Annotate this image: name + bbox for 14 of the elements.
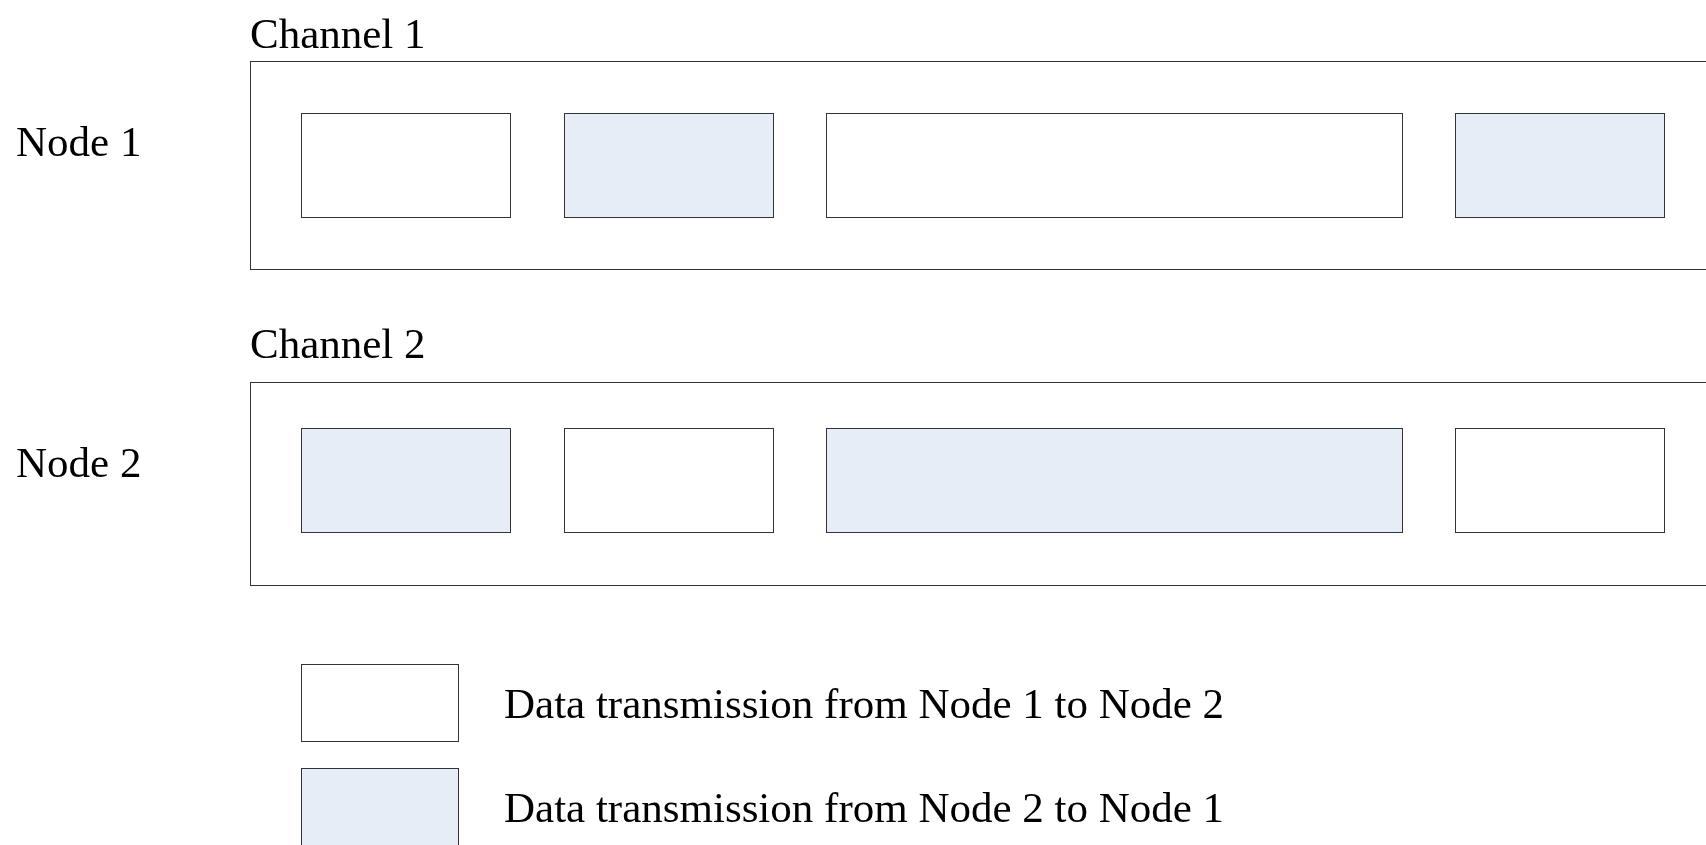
legend-text: Data transmission from Node 2 to Node 1: [504, 786, 1225, 829]
channel-title: Channel 1: [250, 12, 426, 55]
time-slot-box: [1455, 428, 1665, 533]
legend-text: Data transmission from Node 1 to Node 2: [504, 682, 1225, 725]
time-slot-box: [826, 113, 1403, 218]
node-label: Node 1: [16, 120, 142, 163]
node-label: Node 2: [16, 441, 142, 484]
time-slot-box: [301, 113, 511, 218]
time-slot-box: [826, 428, 1403, 533]
time-slot-box: [1455, 113, 1665, 218]
time-slot-box: [564, 113, 774, 218]
time-slot-box: [564, 428, 774, 533]
channel-title: Channel 2: [250, 322, 426, 365]
time-slot-box: [301, 428, 511, 533]
